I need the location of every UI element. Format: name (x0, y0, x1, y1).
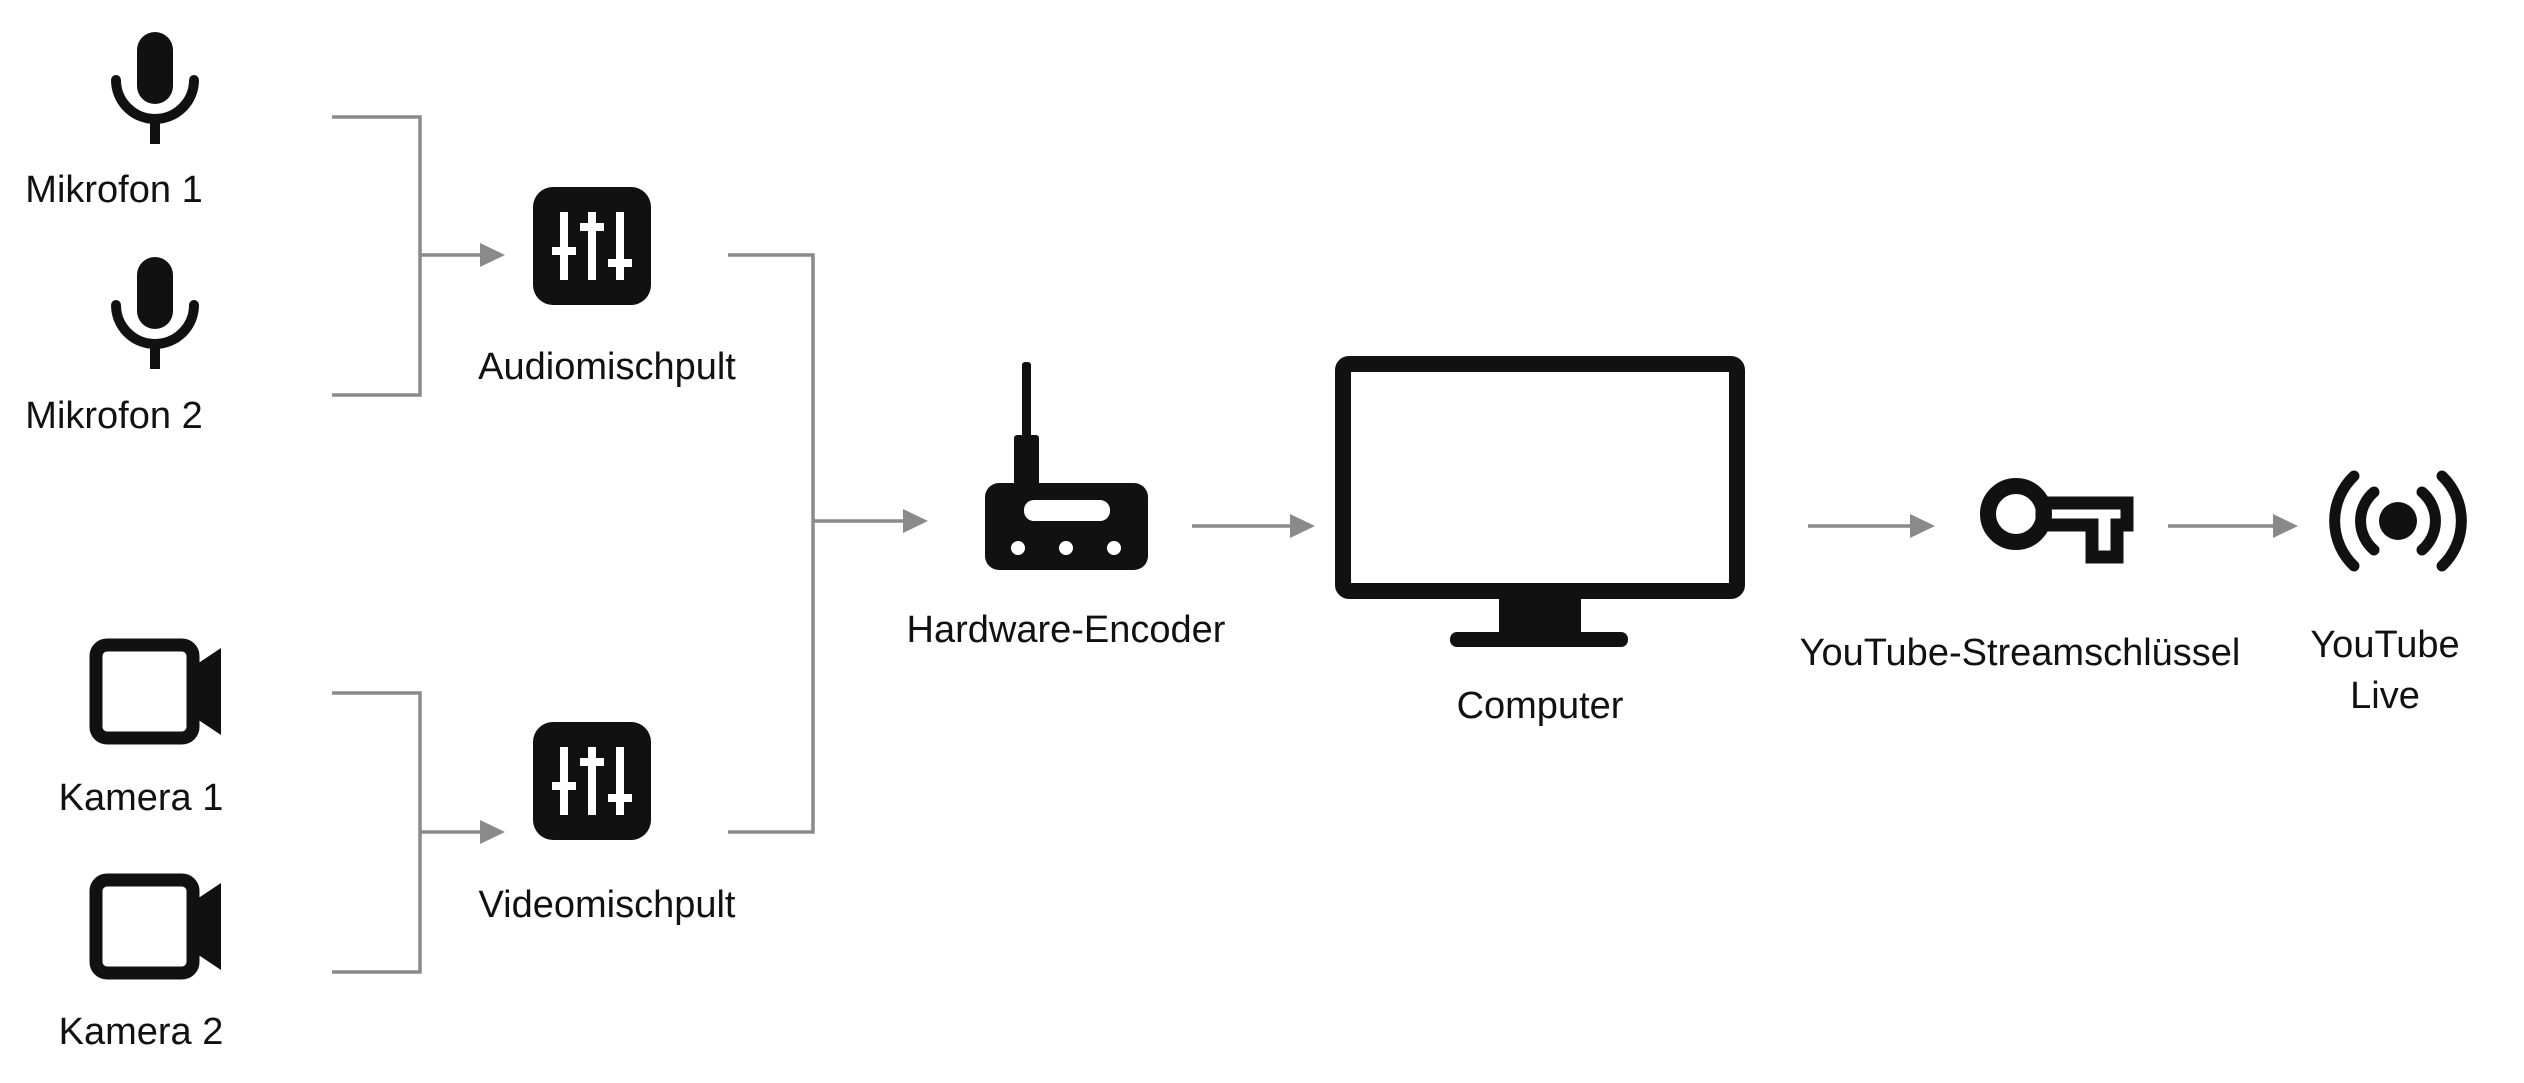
label-mikrofon-1: Mikrofon 1 (25, 169, 202, 211)
label-youtube-streamschluessel: YouTube-Streamschlüssel (1800, 632, 2241, 674)
arrowhead (480, 243, 505, 267)
microphone-icon (111, 257, 199, 369)
label-kamera-1: Kamera 1 (59, 777, 224, 819)
label-mikrofon-2: Mikrofon 2 (25, 395, 202, 437)
broadcast-icon (2329, 470, 2467, 572)
label-youtube-live-line1: YouTube (2310, 624, 2459, 666)
arrowhead (480, 820, 505, 844)
mixer-sliders-icon (533, 187, 651, 305)
arrowhead (903, 509, 928, 533)
connector-cameras-to-video-mixer (332, 691, 480, 974)
video-camera-icon (89, 638, 221, 745)
arrowhead (1910, 514, 1935, 538)
label-kamera-2: Kamera 2 (59, 1011, 224, 1053)
connector-mics-to-audio-mixer (332, 115, 480, 397)
label-computer: Computer (1457, 685, 1624, 727)
connector-mixers-to-encoder (728, 253, 903, 834)
monitor-icon (1335, 356, 1745, 647)
mixer-sliders-icon (533, 722, 651, 840)
key-icon (1980, 478, 2134, 564)
arrowhead (2273, 514, 2298, 538)
router-encoder-icon (985, 362, 1148, 570)
arrowhead (1290, 514, 1315, 538)
label-hardware-encoder: Hardware-Encoder (907, 609, 1226, 651)
label-audiomischpult: Audiomischpult (478, 346, 736, 388)
video-camera-icon (89, 873, 221, 980)
label-youtube-live-line2: Live (2350, 675, 2420, 717)
label-videomischpult: Videomischpult (478, 884, 735, 926)
microphone-icon (111, 32, 199, 144)
